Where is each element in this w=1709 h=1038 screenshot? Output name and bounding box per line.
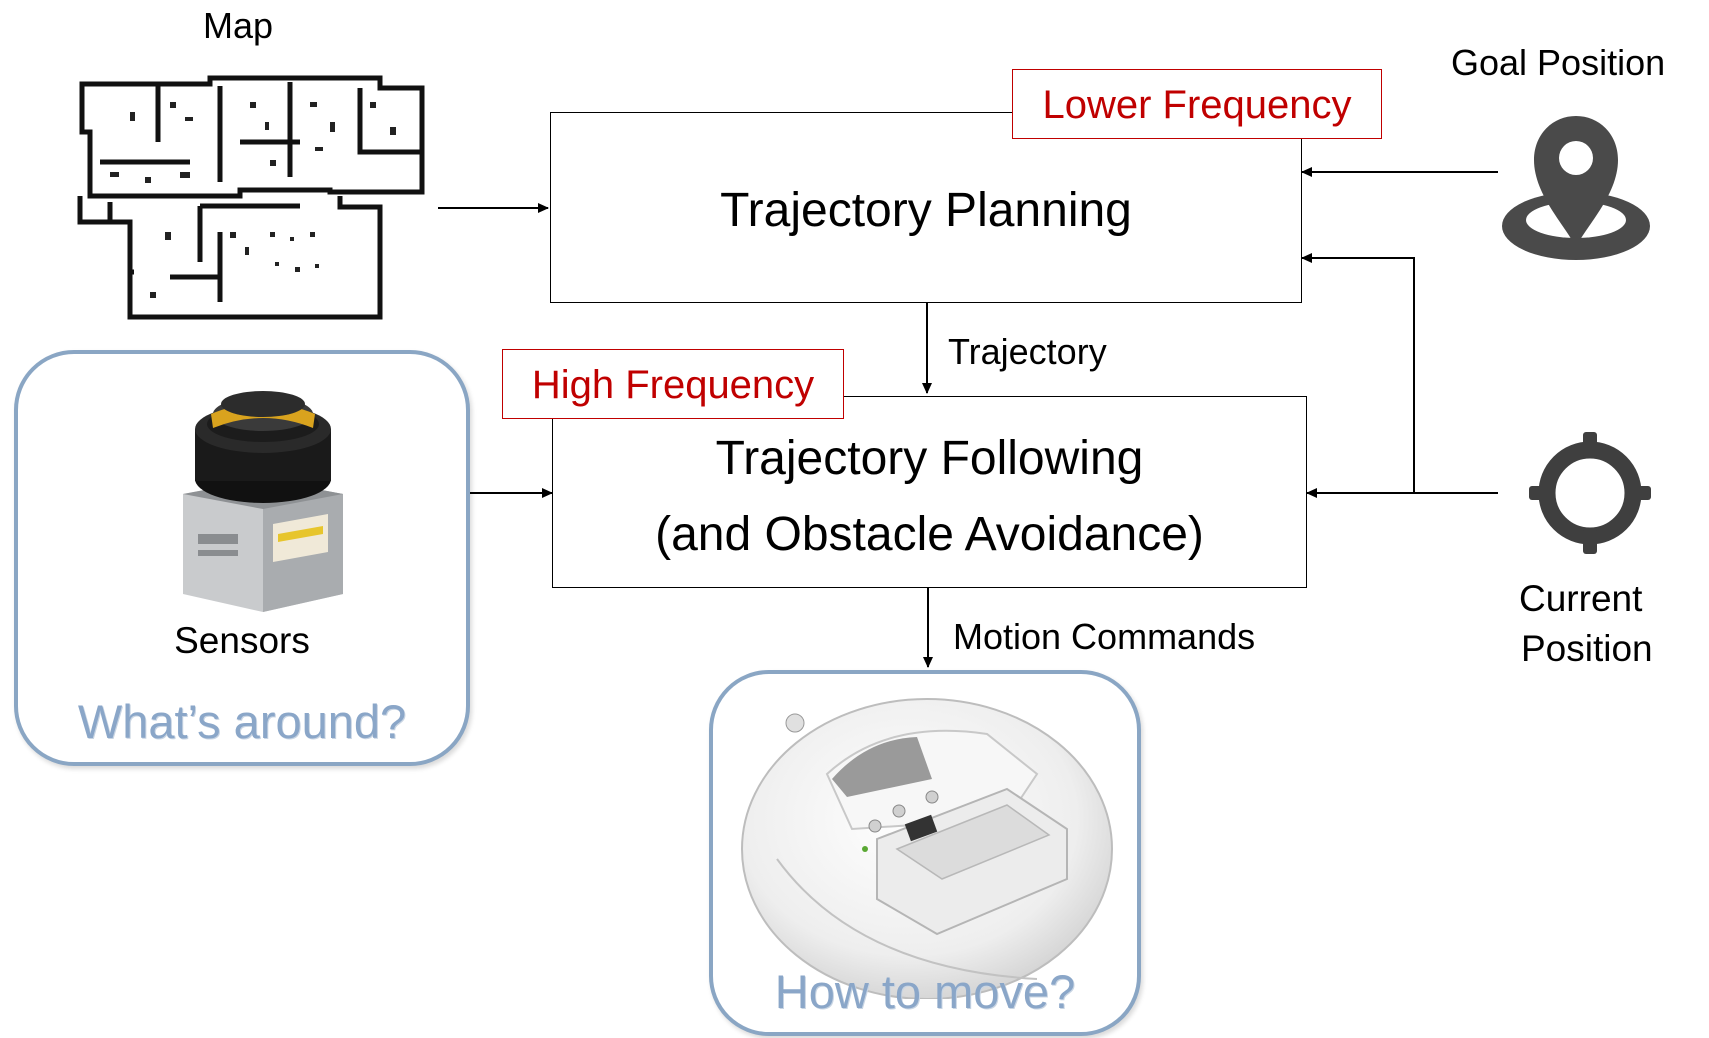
- goal-position-label: Goal Position: [1451, 42, 1666, 83]
- motion-commands-edge-label: Motion Commands: [953, 616, 1256, 657]
- trajectory-planning-box: Trajectory Planning: [550, 112, 1302, 303]
- high-frequency-badge: High Frequency: [502, 349, 844, 419]
- lower-frequency-badge: Lower Frequency: [1012, 69, 1382, 139]
- trajectory-planning-title: Trajectory Planning: [720, 184, 1132, 237]
- whats-around-question: What’s around?: [77, 695, 407, 748]
- map-label: Map: [203, 5, 274, 46]
- crosshair-icon: [1529, 432, 1651, 554]
- lidar-sensor-image: [183, 391, 343, 612]
- sensors-label: Sensors: [174, 620, 310, 661]
- map-pin-icon: [1502, 116, 1650, 260]
- map-floorplan-image: [77, 75, 425, 320]
- sensors-panel: Sensors What’s around?: [14, 350, 470, 766]
- current-position-label-line2: Position: [1521, 628, 1653, 669]
- robot-base-image: [741, 698, 1113, 999]
- trajectory-following-box: Trajectory Following (and Obstacle Avoid…: [552, 396, 1307, 588]
- arrow-current-to-planning: [1301, 253, 1415, 493]
- how-to-move-question: How to move?: [774, 965, 1076, 1018]
- current-position-label-line1: Current: [1519, 578, 1643, 619]
- trajectory-following-title-line2: (and Obstacle Avoidance): [655, 508, 1204, 561]
- trajectory-edge-label: Trajectory: [948, 331, 1107, 372]
- robot-panel: How to move?: [709, 670, 1141, 1036]
- trajectory-following-title-line1: Trajectory Following: [715, 432, 1144, 485]
